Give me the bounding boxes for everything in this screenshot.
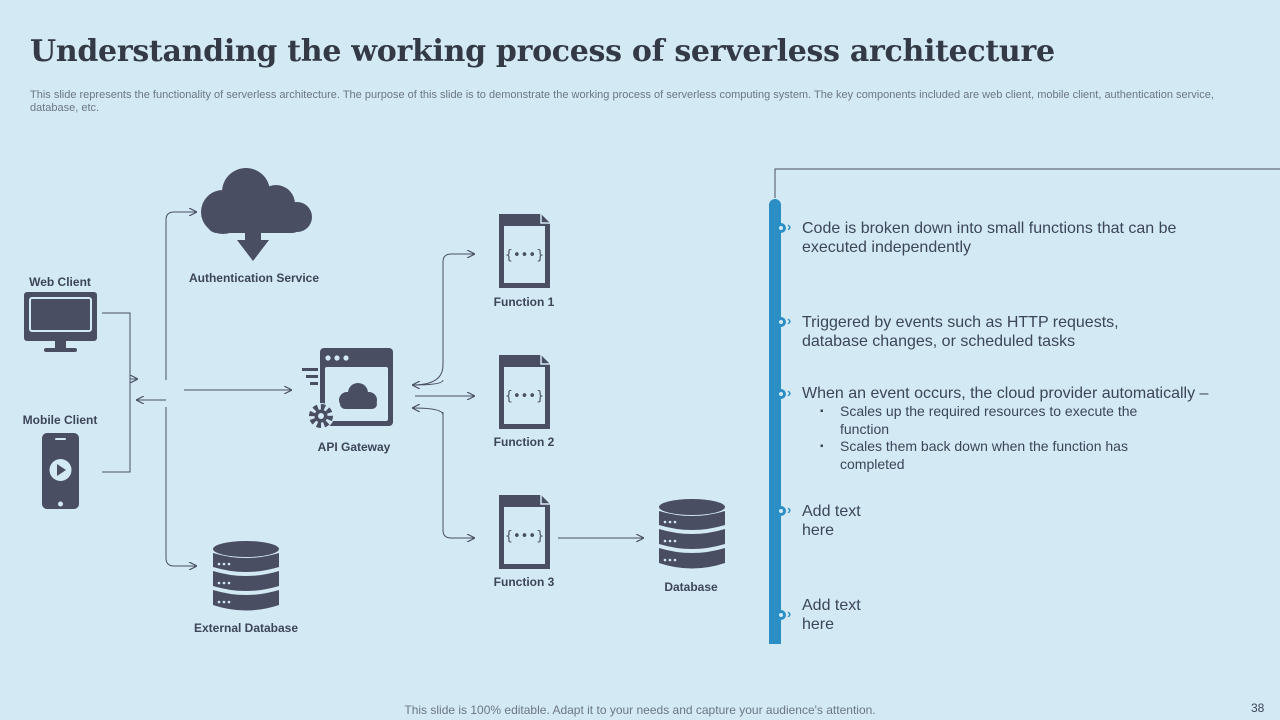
slide-title: Understanding the working process of ser… [30, 34, 1055, 69]
panel-frame-line [774, 168, 1280, 198]
function-glyph: {•••} [505, 529, 545, 544]
arrow-gateway-f3 [442, 412, 474, 538]
point-3-block: When an event occurs, the cloud provider… [802, 384, 1272, 473]
smartphone-play-icon [42, 433, 79, 509]
point-3-marker: › [776, 385, 798, 401]
function-3-label: Function 3 [493, 575, 555, 589]
web-client-label: Web Client [29, 275, 91, 289]
point-1-text: Code is broken down into small functions… [802, 220, 1177, 256]
page-number: 38 [1251, 701, 1265, 715]
arrow-f1-gateway [413, 379, 444, 385]
point-3-text: When an event occurs, the cloud provider… [802, 385, 1209, 402]
arrow-to-auth [165, 212, 196, 380]
database-icon [659, 499, 725, 569]
cloud-download-icon [201, 168, 312, 261]
external-database-label: External Database [193, 621, 299, 635]
point-3-sub-2: Scales them back down when the function … [802, 438, 1130, 473]
point-2-marker: › [776, 313, 798, 329]
arrow-to-external-db [165, 407, 196, 566]
slide-subtitle: This slide represents the functionality … [30, 89, 1214, 114]
function-glyph: {•••} [505, 389, 545, 404]
database-icon [213, 541, 279, 611]
point-1-marker: › [776, 219, 798, 235]
timeline-bar [769, 199, 781, 644]
point-4-marker: › [776, 502, 798, 518]
code-file-icon: {•••} [499, 355, 550, 429]
arrow-gateway-f1 [412, 254, 474, 386]
timeline-bar-end [769, 630, 781, 644]
point-4-text: Add text here [802, 503, 861, 539]
footer-note: This slide is 100% editable. Adapt it to… [404, 703, 876, 717]
arrow-f3-gateway [413, 408, 444, 416]
function-glyph: {•••} [505, 248, 545, 263]
point-5-text: Add text here [802, 597, 861, 633]
connectors [102, 212, 643, 566]
function-1-label: Function 1 [493, 295, 555, 309]
point-3-sub-1: Scales up the required resources to exec… [802, 403, 1140, 438]
browser-cloud-gear-icon [302, 348, 393, 429]
code-file-icon: {•••} [499, 214, 550, 288]
code-file-icon: {•••} [499, 495, 550, 569]
point-2-text: Triggered by events such as HTTP request… [802, 314, 1119, 350]
auth-service-label: Authentication Service [188, 271, 320, 285]
mobile-client-label: Mobile Client [22, 413, 98, 427]
api-gateway-label: API Gateway [317, 440, 391, 454]
monitor-icon [24, 292, 97, 352]
database-label: Database [664, 580, 718, 594]
web-client-bracket [102, 312, 131, 473]
point-5-marker: › [776, 606, 798, 622]
function-2-label: Function 2 [493, 435, 555, 449]
